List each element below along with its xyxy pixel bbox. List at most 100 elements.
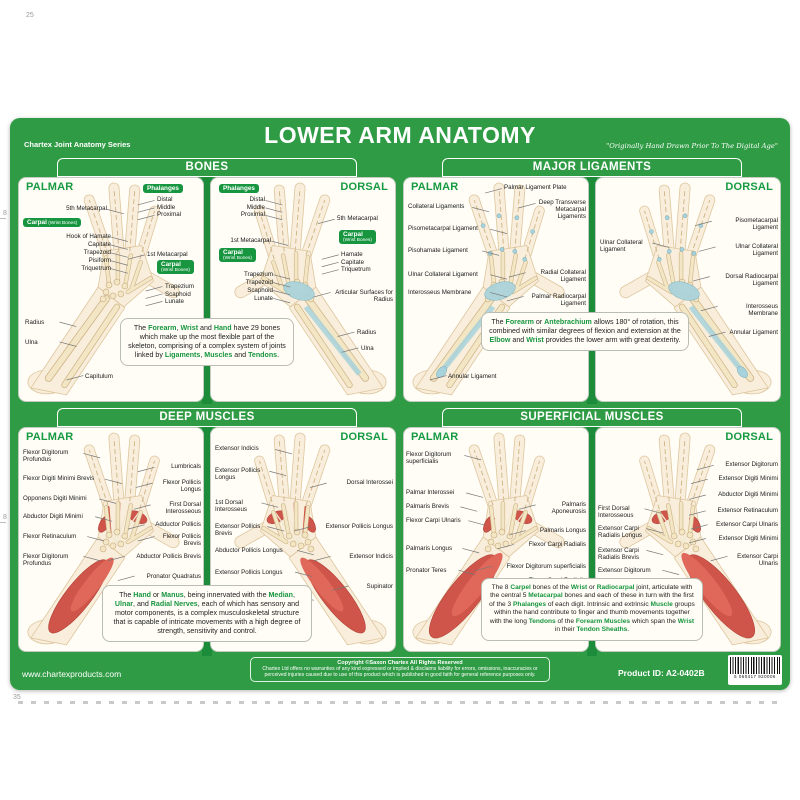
superficial-muscles-note: The 8 Carpel bones of the Wrist or Radio… — [481, 578, 703, 641]
anatomy-label: Scaphoid — [165, 290, 191, 298]
anatomy-label: Abductor Digiti Minimi — [23, 513, 83, 520]
anatomy-label: Ulnar Collateral Ligament — [735, 243, 778, 257]
anatomy-label: Pronator Teres — [406, 567, 447, 574]
anatomy-label: Dorsal Radiocarpal Ligament — [725, 273, 778, 287]
bone-group-box: Phalanges — [219, 184, 259, 193]
anatomy-label: Flexor Pollicis Brevis — [162, 533, 201, 547]
anatomy-label: Trapezoid — [83, 249, 111, 256]
anatomy-label: Abductor Pollicis Longus — [215, 547, 283, 554]
anatomy-label: Palmaris Aponeurosis — [551, 501, 586, 515]
anatomy-label: Deep Transverse Metacarpal Ligaments — [538, 199, 586, 220]
anatomy-label: Flexor Digiti Minimi Brevis — [23, 475, 95, 482]
copyright-line: Copyright ©Saxon Chartex All Rights Rese… — [337, 660, 463, 666]
tagline: "Originally Hand Drawn Prior To The Digi… — [606, 142, 778, 150]
anatomy-label: Flexor Digitorum superficialis — [506, 563, 586, 570]
bone-group-box: Carpal (Wrist Bones) — [23, 218, 82, 227]
anatomy-label: Flexor Carpi Radialis — [528, 541, 586, 548]
anatomy-label: Palmaris Longus — [406, 545, 453, 552]
anatomy-label: Distal — [249, 196, 265, 203]
anatomy-label: Extensor Digiti Minimi — [718, 535, 778, 542]
dorsal-heading: DORSAL — [340, 431, 388, 443]
anatomy-label: Extensor Indicis — [215, 445, 259, 452]
disclaimer-text: Chartex Ltd offers no warranties of any … — [262, 666, 538, 679]
anatomy-label: Adductor Pollicis — [155, 521, 201, 528]
anatomy-label: Trapezium — [165, 283, 194, 290]
anatomy-label: Flexor Digitorum superficialis — [406, 451, 452, 465]
anatomy-label: Palmar Interossei — [406, 489, 455, 496]
anatomy-label: 1st Metacarpal — [147, 251, 188, 258]
palmar-heading: PALMAR — [411, 431, 459, 443]
anatomy-label: Palmar Radiocarpal Ligament — [531, 293, 586, 307]
anatomy-label: Extensor Digiti Minimi — [718, 475, 778, 482]
quadrant-ligaments: MAJOR LIGAMENTS PALMAR Palmar Ligament P… — [401, 158, 783, 404]
anatomy-label: Lumbricals — [171, 463, 201, 470]
palmar-heading: PALMAR — [26, 431, 74, 443]
anatomy-label: Hamate — [341, 251, 363, 258]
anatomy-label: Extensor Digitorum — [725, 461, 778, 468]
bones-note: The Forearm, Wrist and Hand have 29 bone… — [120, 318, 294, 367]
photo-ruler-strip — [18, 701, 782, 704]
anatomy-label: Ulnar Collateral Ligament — [600, 239, 643, 253]
anatomy-label: Capitulum — [85, 373, 113, 380]
anatomy-label: Lunate — [254, 295, 273, 302]
anatomy-label: Dorsal Interossei — [346, 479, 393, 486]
bone-group-box: Carpal(Wrist Bones) — [157, 260, 194, 275]
palmar-heading: PALMAR — [411, 181, 459, 193]
dorsal-heading: DORSAL — [725, 181, 773, 193]
anatomy-label: First Dorsal Interosseous — [165, 501, 201, 515]
anatomy-label: Abductor Pollicis Brevis — [136, 553, 201, 560]
anatomy-label: Extensor Indicis — [349, 553, 393, 560]
anatomy-label: Flexor Retinaculum — [23, 533, 77, 540]
anatomy-label: Palmaris Longus — [539, 527, 586, 534]
anatomy-label: Extensor Pollicis Longus — [215, 467, 261, 481]
anatomy-label: First Dorsal Interosseous — [598, 505, 634, 519]
poster-title: LOWER ARM ANATOMY — [264, 122, 536, 148]
connector-bar — [202, 176, 212, 404]
anatomy-label: Extensor Retinaculum — [717, 507, 778, 514]
anatomy-label: Annular Ligament — [448, 373, 497, 380]
anatomy-label: Interosseus Membrane — [408, 289, 472, 296]
anatomy-label: Ulna — [361, 345, 374, 352]
quadrant-title-deep: DEEP MUSCLES — [57, 408, 357, 427]
anatomy-label: Interosseus Membrane — [746, 303, 778, 317]
product-id: Product ID: A2-0402B — [618, 668, 705, 678]
anatomy-label: Radial Collateral Ligament — [540, 269, 586, 283]
bone-group-box: Phalanges — [143, 184, 183, 193]
connector-bar — [587, 426, 597, 656]
quadrant-superficial-muscles: SUPERFICIAL MUSCLES PALMAR Flexor Digito… — [401, 408, 783, 656]
anatomy-label: Flexor Digitorum Profundus — [23, 553, 69, 567]
series-label: Chartex Joint Anatomy Series — [24, 140, 131, 149]
anatomy-label: Middle — [157, 203, 176, 211]
anatomy-label: Extensor Carpi Ulnaris — [737, 553, 778, 567]
anatomy-poster: Chartex Joint Anatomy Series LOWER ARM A… — [10, 118, 790, 690]
anatomy-label: Extensor Pollicis Longus — [215, 569, 283, 576]
anatomy-label: Articular Surfaces for Radius — [335, 289, 393, 303]
anatomy-label: Pisiform — [88, 257, 111, 264]
anatomy-label: Extensor Digitorum — [598, 567, 651, 574]
anatomy-label: 5th Metacarpal — [337, 215, 378, 222]
quadrant-title-superficial: SUPERFICIAL MUSCLES — [442, 408, 742, 427]
anatomy-label: Pisohamate Ligament — [408, 247, 468, 254]
anatomy-label: Ulna — [25, 339, 38, 346]
anatomy-label: Extensor Carpi Ulnaris — [716, 521, 778, 528]
anatomy-label: Triquetrum — [341, 266, 371, 273]
dorsal-heading: DORSAL — [725, 431, 773, 443]
palmar-heading: PALMAR — [26, 181, 74, 193]
anatomy-label: Radius — [357, 329, 377, 336]
photo-mark: 8 — [3, 514, 7, 521]
anatomy-label: Extensor Pollicis Brevis — [215, 523, 261, 537]
anatomy-label: Supinator — [366, 583, 394, 590]
anatomy-label: Proximal — [157, 211, 182, 218]
anatomy-label: Flexor Pollicis Longus — [162, 479, 201, 493]
photo-tick — [0, 522, 6, 523]
anatomy-label: Lunate — [165, 298, 184, 305]
photo-tick — [0, 218, 6, 219]
anatomy-label: Extensor Carpi Radialis Longus — [598, 525, 643, 539]
deep-muscles-note: The Hand or Manus, being innervated with… — [102, 585, 312, 643]
connector-bar — [202, 426, 212, 656]
anatomy-label: Collateral Ligaments — [408, 203, 465, 210]
